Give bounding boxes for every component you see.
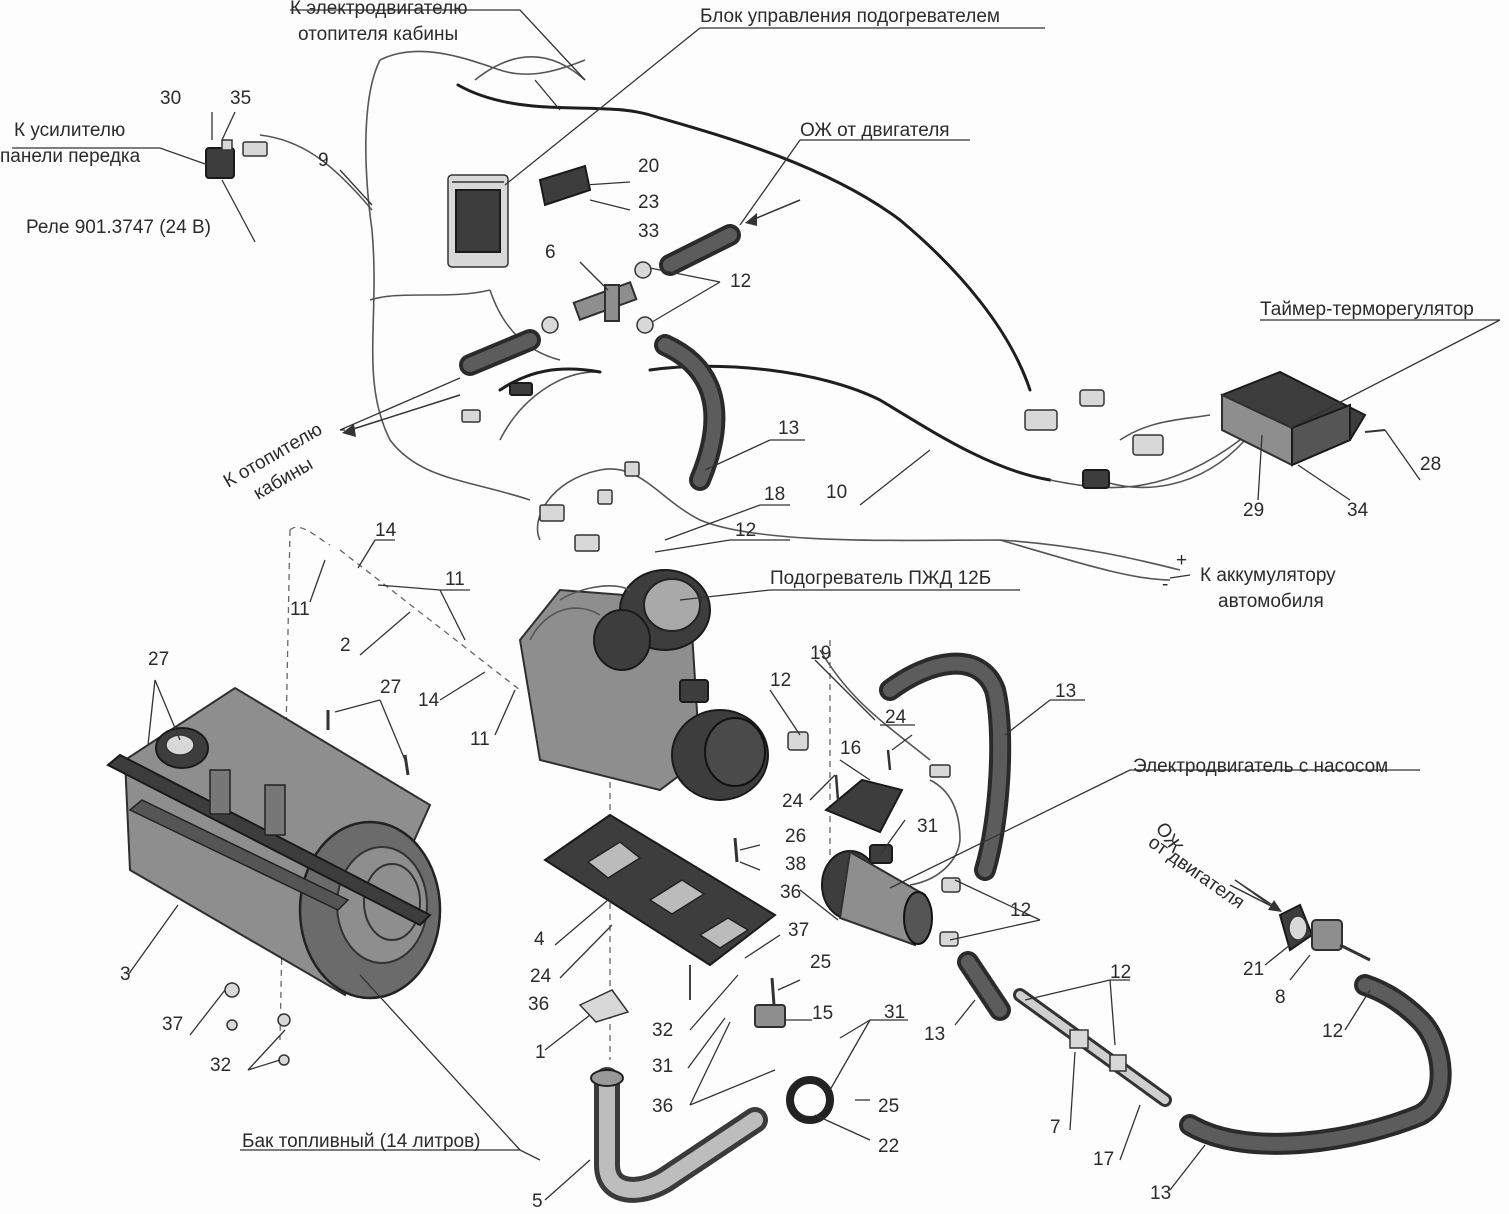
connectors — [461, 382, 1164, 778]
upper-hoses — [459, 224, 741, 491]
label-motor-pump: Электродвигатель с насосом — [1133, 756, 1388, 777]
coolant-tube-part — [1013, 988, 1172, 1107]
part-number-37-plate: 37 — [788, 920, 809, 941]
part-number-12-tube: 12 — [1110, 962, 1131, 983]
part-number-25-top: 25 — [810, 952, 831, 973]
label-to-front-panel-amp-line1: К усилителю — [14, 120, 125, 141]
part-number-11-right: 11 — [445, 569, 465, 590]
part-number-13-pump: 13 — [924, 1024, 945, 1045]
part-number-37-tank: 37 — [162, 1014, 183, 1035]
part-number-24-top: 24 — [885, 707, 907, 728]
part-number-10: 10 — [826, 482, 847, 503]
label-to-front-panel-amp-line2: панели передка — [0, 146, 141, 167]
label-heater: Подогреватель ПЖД 12Б — [770, 568, 991, 589]
part-number-25-bottom: 25 — [878, 1096, 899, 1117]
part-number-17: 17 — [1093, 1149, 1114, 1170]
part-number-11-left: 11 — [290, 599, 310, 620]
part-number-13-right: 13 — [1055, 681, 1076, 702]
bracket-part — [733, 749, 904, 863]
part-number-1: 1 — [535, 1042, 546, 1063]
part-number-36-plate: 36 — [528, 994, 549, 1015]
part-number-30: 30 — [160, 88, 181, 109]
part-number-5: 5 — [532, 1191, 543, 1212]
part-number-12-heater: 12 — [735, 520, 756, 541]
mounting-plate-part — [543, 813, 777, 1000]
flow-arrows — [342, 199, 1282, 912]
part-number-31-clamp: 31 — [884, 1002, 905, 1023]
part-number-31-pump: 31 — [917, 816, 938, 837]
part-number-3: 3 — [120, 964, 131, 985]
fuel-tank-part — [106, 686, 442, 1066]
part-number-2: 2 — [340, 635, 351, 656]
part-number-13-top: 13 — [778, 418, 799, 439]
part-number-28: 28 — [1420, 454, 1441, 475]
part-number-26: 26 — [785, 826, 806, 847]
part-number-14-bottom: 14 — [418, 690, 440, 711]
label-coolant-from-engine-2-line2: от двигателя — [1144, 832, 1248, 914]
part-number-27-tank: 27 — [148, 649, 169, 670]
part-number-12-mid: 12 — [770, 670, 791, 691]
label-to-cabin-heater-motor-line1: К электродвигателю — [290, 0, 467, 19]
hose-bottom-right — [1179, 974, 1452, 1155]
part-number-15: 15 — [812, 1003, 833, 1024]
part-number-29: 29 — [1243, 500, 1264, 521]
part-number-4: 4 — [534, 929, 545, 950]
part-number-13-bottom: 13 — [1150, 1183, 1171, 1204]
label-plus: + — [1176, 550, 1187, 571]
label-to-battery-line1: К аккумулятору — [1200, 565, 1336, 586]
part-number-32-tank: 32 — [210, 1055, 231, 1076]
part-number-14-top: 14 — [375, 520, 397, 541]
fuel-elbow-part — [578, 977, 834, 1203]
label-fuel-tank: Бак топливный (14 литров) — [242, 1131, 481, 1152]
part-number-38: 38 — [785, 854, 806, 875]
part-number-36-bottom: 36 — [652, 1096, 673, 1117]
label-minus: - — [1162, 574, 1168, 595]
part-number-7: 7 — [1050, 1117, 1061, 1138]
timer-part — [1220, 370, 1386, 467]
part-number-21: 21 — [1243, 959, 1264, 980]
part-number-12-top: 12 — [730, 271, 751, 292]
part-number-6: 6 — [545, 242, 556, 263]
part-number-27-bolt: 27 — [380, 677, 401, 698]
part-number-35: 35 — [230, 88, 251, 109]
heater-part — [518, 569, 769, 801]
part-number-20: 20 — [638, 156, 659, 177]
label-to-cabin-heater-motor-line2: отопителя кабины — [298, 24, 458, 45]
part-number-33: 33 — [638, 221, 659, 242]
part-number-24-bracket: 24 — [782, 791, 804, 812]
part-number-23: 23 — [638, 192, 659, 213]
flange-part — [1278, 903, 1371, 962]
label-to-battery-line2: автомобиля — [1218, 591, 1324, 612]
control-unit-part — [447, 164, 592, 268]
part-number-9: 9 — [318, 150, 329, 171]
part-number-19: 19 — [810, 643, 831, 664]
motor-pump-part — [821, 844, 961, 947]
label-coolant-from-engine: ОЖ от двигателя — [800, 120, 950, 141]
part-numbers: 30 35 9 20 23 33 6 12 13 18 12 10 28 29 … — [120, 88, 1441, 1212]
part-number-24-plate: 24 — [530, 966, 552, 987]
part-number-22: 22 — [878, 1136, 899, 1157]
part-number-36-pump: 36 — [780, 882, 801, 903]
label-control-unit: Блок управления подогревателем — [700, 6, 1000, 27]
hoses-middle — [787, 652, 1012, 1021]
part-number-18: 18 — [764, 484, 785, 505]
part-number-31-bottom: 31 — [652, 1056, 673, 1077]
part-number-34: 34 — [1347, 500, 1369, 521]
leader-lines — [12, 9, 1501, 1201]
part-number-12-flange: 12 — [1322, 1021, 1343, 1042]
part-number-11-bottom: 11 — [470, 729, 490, 750]
label-timer: Таймер-терморегулятор — [1260, 299, 1474, 320]
relay-part — [205, 139, 268, 179]
part-number-32-plate: 32 — [652, 1020, 673, 1041]
part-number-16: 16 — [840, 738, 861, 759]
part-number-8: 8 — [1275, 987, 1286, 1008]
label-relay: Реле 901.3747 (24 В) — [26, 217, 211, 238]
part-number-12-pump: 12 — [1010, 900, 1031, 921]
